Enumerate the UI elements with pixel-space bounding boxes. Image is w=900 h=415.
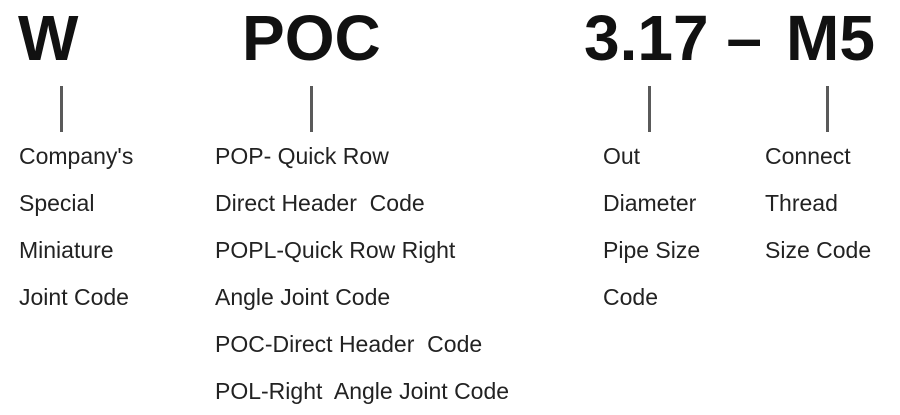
- description-line: Code: [603, 284, 658, 310]
- description-joint-type: POP- Quick Row Direct Header Code POPL-Q…: [215, 133, 509, 415]
- description-line: Size Code: [765, 237, 872, 263]
- description-line: Miniature: [19, 237, 114, 263]
- code-thread: M5: [786, 2, 875, 74]
- code-company: W: [18, 2, 79, 74]
- connector-line-pipe-size: [648, 86, 651, 132]
- description-line: POL-Right Angle Joint Code: [215, 378, 510, 404]
- description-line: Company's: [19, 143, 134, 169]
- description-line: Out: [603, 143, 641, 169]
- connector-line-joint-type: [310, 86, 313, 132]
- connector-line-company: [60, 86, 63, 132]
- code-joint-type: POC: [242, 2, 381, 74]
- connector-line-thread: [826, 86, 829, 132]
- description-line: Angle Joint Code: [215, 284, 391, 310]
- description-company: Company's Special Miniature Joint Code: [19, 133, 133, 321]
- description-line: POC-Direct Header Code: [215, 331, 483, 357]
- description-line: Pipe Size: [603, 237, 701, 263]
- description-thread: Connect Thread Size Code: [765, 133, 871, 274]
- description-pipe-size: Out Diameter Pipe Size Code: [603, 133, 700, 321]
- description-line: Connect: [765, 143, 851, 169]
- code-pipe-size: 3.17 –: [584, 2, 762, 74]
- description-line: POP- Quick Row: [215, 143, 389, 169]
- description-line: Special: [19, 190, 95, 216]
- description-line: Diameter: [603, 190, 697, 216]
- description-line: Joint Code: [19, 284, 129, 310]
- description-line: Thread: [765, 190, 838, 216]
- description-line: Direct Header Code: [215, 190, 425, 216]
- description-line: POPL-Quick Row Right: [215, 237, 456, 263]
